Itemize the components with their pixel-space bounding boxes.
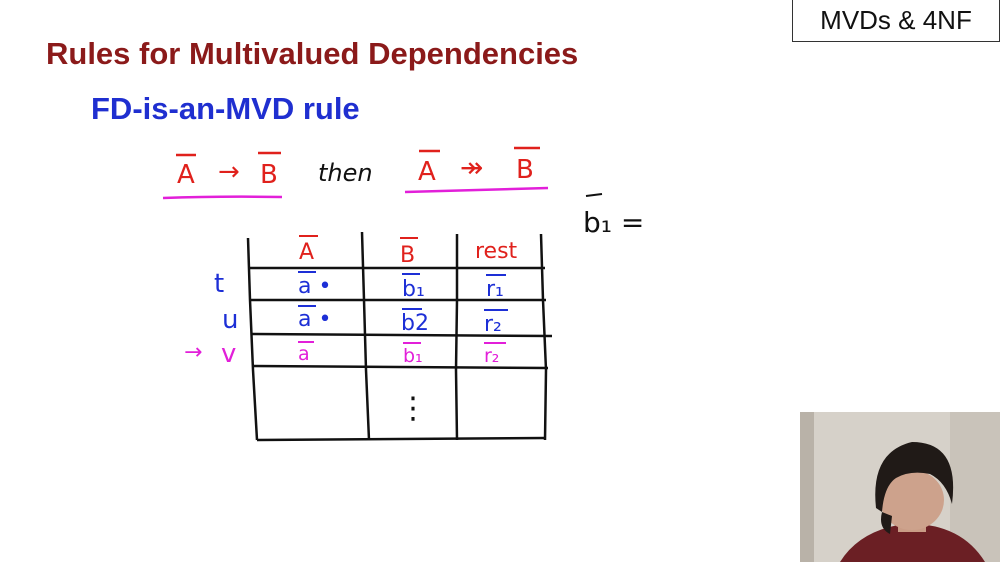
table-row-line-2 xyxy=(250,332,553,338)
table-row-line-3 xyxy=(252,364,549,370)
cell-v-b: b₁ xyxy=(403,345,423,367)
slide-title: Rules for Multivalued Dependencies xyxy=(46,36,579,71)
cell-v-rest: r₂ xyxy=(484,345,499,367)
rule-then: then xyxy=(318,159,373,187)
table-row: u a • b2 r₂ xyxy=(222,305,508,337)
table-bottom-border xyxy=(256,436,546,442)
fd-arrow: → xyxy=(218,157,240,187)
header-a: A xyxy=(299,240,314,265)
table-header: A B rest xyxy=(299,235,518,268)
cell-u-a: a • xyxy=(298,307,331,332)
table-row: t a • b₁ r₁ xyxy=(214,269,506,302)
row-label-u: u xyxy=(222,305,238,335)
cell-u-b: b2 xyxy=(401,311,429,336)
cell-t-rest: r₁ xyxy=(486,277,504,302)
rule-lhs-a: A xyxy=(177,160,195,190)
cell-v-a: a xyxy=(298,343,310,365)
slide-tag-label: MVDs & 4NF xyxy=(820,5,972,35)
rule-rhs-a: A xyxy=(418,157,436,187)
underline-fd xyxy=(162,195,283,200)
side-note-text: b₁ = xyxy=(583,206,644,239)
row-label-t: t xyxy=(214,269,224,299)
rule-rhs-b: B xyxy=(516,155,534,185)
underline-mvd xyxy=(404,186,549,194)
row-label-v: v xyxy=(221,339,236,369)
row-pointer-arrow: → xyxy=(184,340,202,365)
cell-t-b: b₁ xyxy=(402,277,425,302)
table-row: → v a b₁ r₂ xyxy=(184,339,506,369)
webcam-inset xyxy=(800,412,1000,562)
rule-lhs-b: B xyxy=(260,160,278,190)
side-note: b₁ = xyxy=(583,193,644,239)
rule-line: A → B then A ↠ B xyxy=(162,146,549,200)
table-col-divider-2 xyxy=(454,234,459,441)
slide-tag: MVDs & 4NF xyxy=(792,0,1000,42)
cell-t-a: a • xyxy=(298,274,331,299)
relation-table xyxy=(246,231,553,442)
presenter-image xyxy=(800,412,1000,562)
cell-u-rest: r₂ xyxy=(484,312,502,337)
table-continuation: ⋮ xyxy=(398,391,428,426)
mvd-arrow: ↠ xyxy=(460,151,483,184)
header-rest: rest xyxy=(475,239,518,264)
header-b: B xyxy=(400,243,415,268)
slide-subtitle: FD-is-an-MVD rule xyxy=(91,91,360,126)
